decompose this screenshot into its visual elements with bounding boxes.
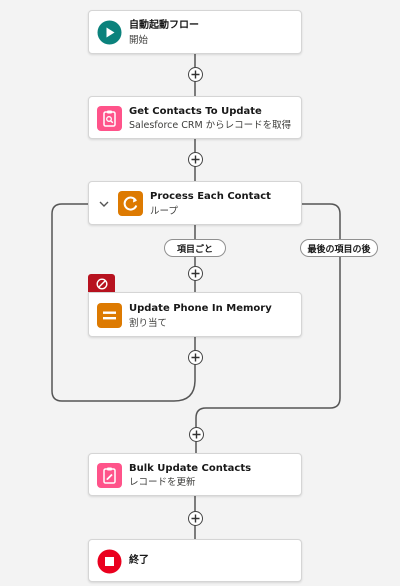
update-records-icon — [97, 463, 122, 488]
start-element-subtitle: 開始 — [129, 35, 149, 46]
add-element-button[interactable] — [187, 152, 203, 167]
loop-subtitle: ループ — [150, 206, 178, 217]
plus-icon — [191, 353, 199, 362]
end-element[interactable]: 終了 — [88, 539, 302, 582]
loop-after-last-label: 最後の項目の後 — [300, 239, 378, 257]
end-title: 終了 — [129, 555, 149, 566]
add-element-button[interactable] — [187, 511, 203, 526]
get-contacts-title: Get Contacts To Update — [129, 106, 262, 117]
add-element-button[interactable] — [187, 266, 203, 281]
assignment-title: Update Phone In Memory — [129, 303, 272, 314]
assignment-element[interactable]: Update Phone In Memory 割り当て — [88, 292, 302, 337]
assignment-subtitle: 割り当て — [129, 318, 168, 329]
play-icon — [97, 20, 122, 45]
loop-title: Process Each Contact — [150, 191, 271, 202]
loop-each-item-label: 項目ごと — [164, 239, 226, 257]
start-element[interactable]: 自動起動フロー 開始 — [88, 10, 302, 54]
plus-icon — [192, 430, 200, 439]
loop-icon — [118, 191, 143, 216]
get-records-icon — [97, 106, 122, 131]
plus-icon — [191, 70, 199, 79]
error-badge[interactable] — [88, 274, 115, 293]
add-element-button[interactable] — [187, 67, 203, 82]
prohibited-icon — [95, 277, 108, 290]
plus-icon — [191, 514, 199, 523]
stop-icon — [97, 549, 122, 574]
chevron-down-icon[interactable] — [97, 197, 111, 211]
plus-icon — [191, 155, 199, 164]
get-contacts-subtitle: Salesforce CRM からレコードを取得 — [129, 120, 292, 131]
start-element-title: 自動起動フロー — [129, 20, 199, 31]
plus-icon — [191, 269, 199, 278]
bulk-update-subtitle: レコードを更新 — [129, 477, 196, 488]
bulk-update-element[interactable]: Bulk Update Contacts レコードを更新 — [88, 453, 302, 496]
get-contacts-element[interactable]: Get Contacts To Update Salesforce CRM から… — [88, 96, 302, 139]
add-element-button[interactable] — [188, 427, 204, 442]
assignment-icon — [97, 303, 122, 328]
bulk-update-title: Bulk Update Contacts — [129, 463, 252, 474]
add-element-button[interactable] — [187, 350, 203, 365]
loop-element[interactable]: Process Each Contact ループ — [88, 181, 302, 225]
